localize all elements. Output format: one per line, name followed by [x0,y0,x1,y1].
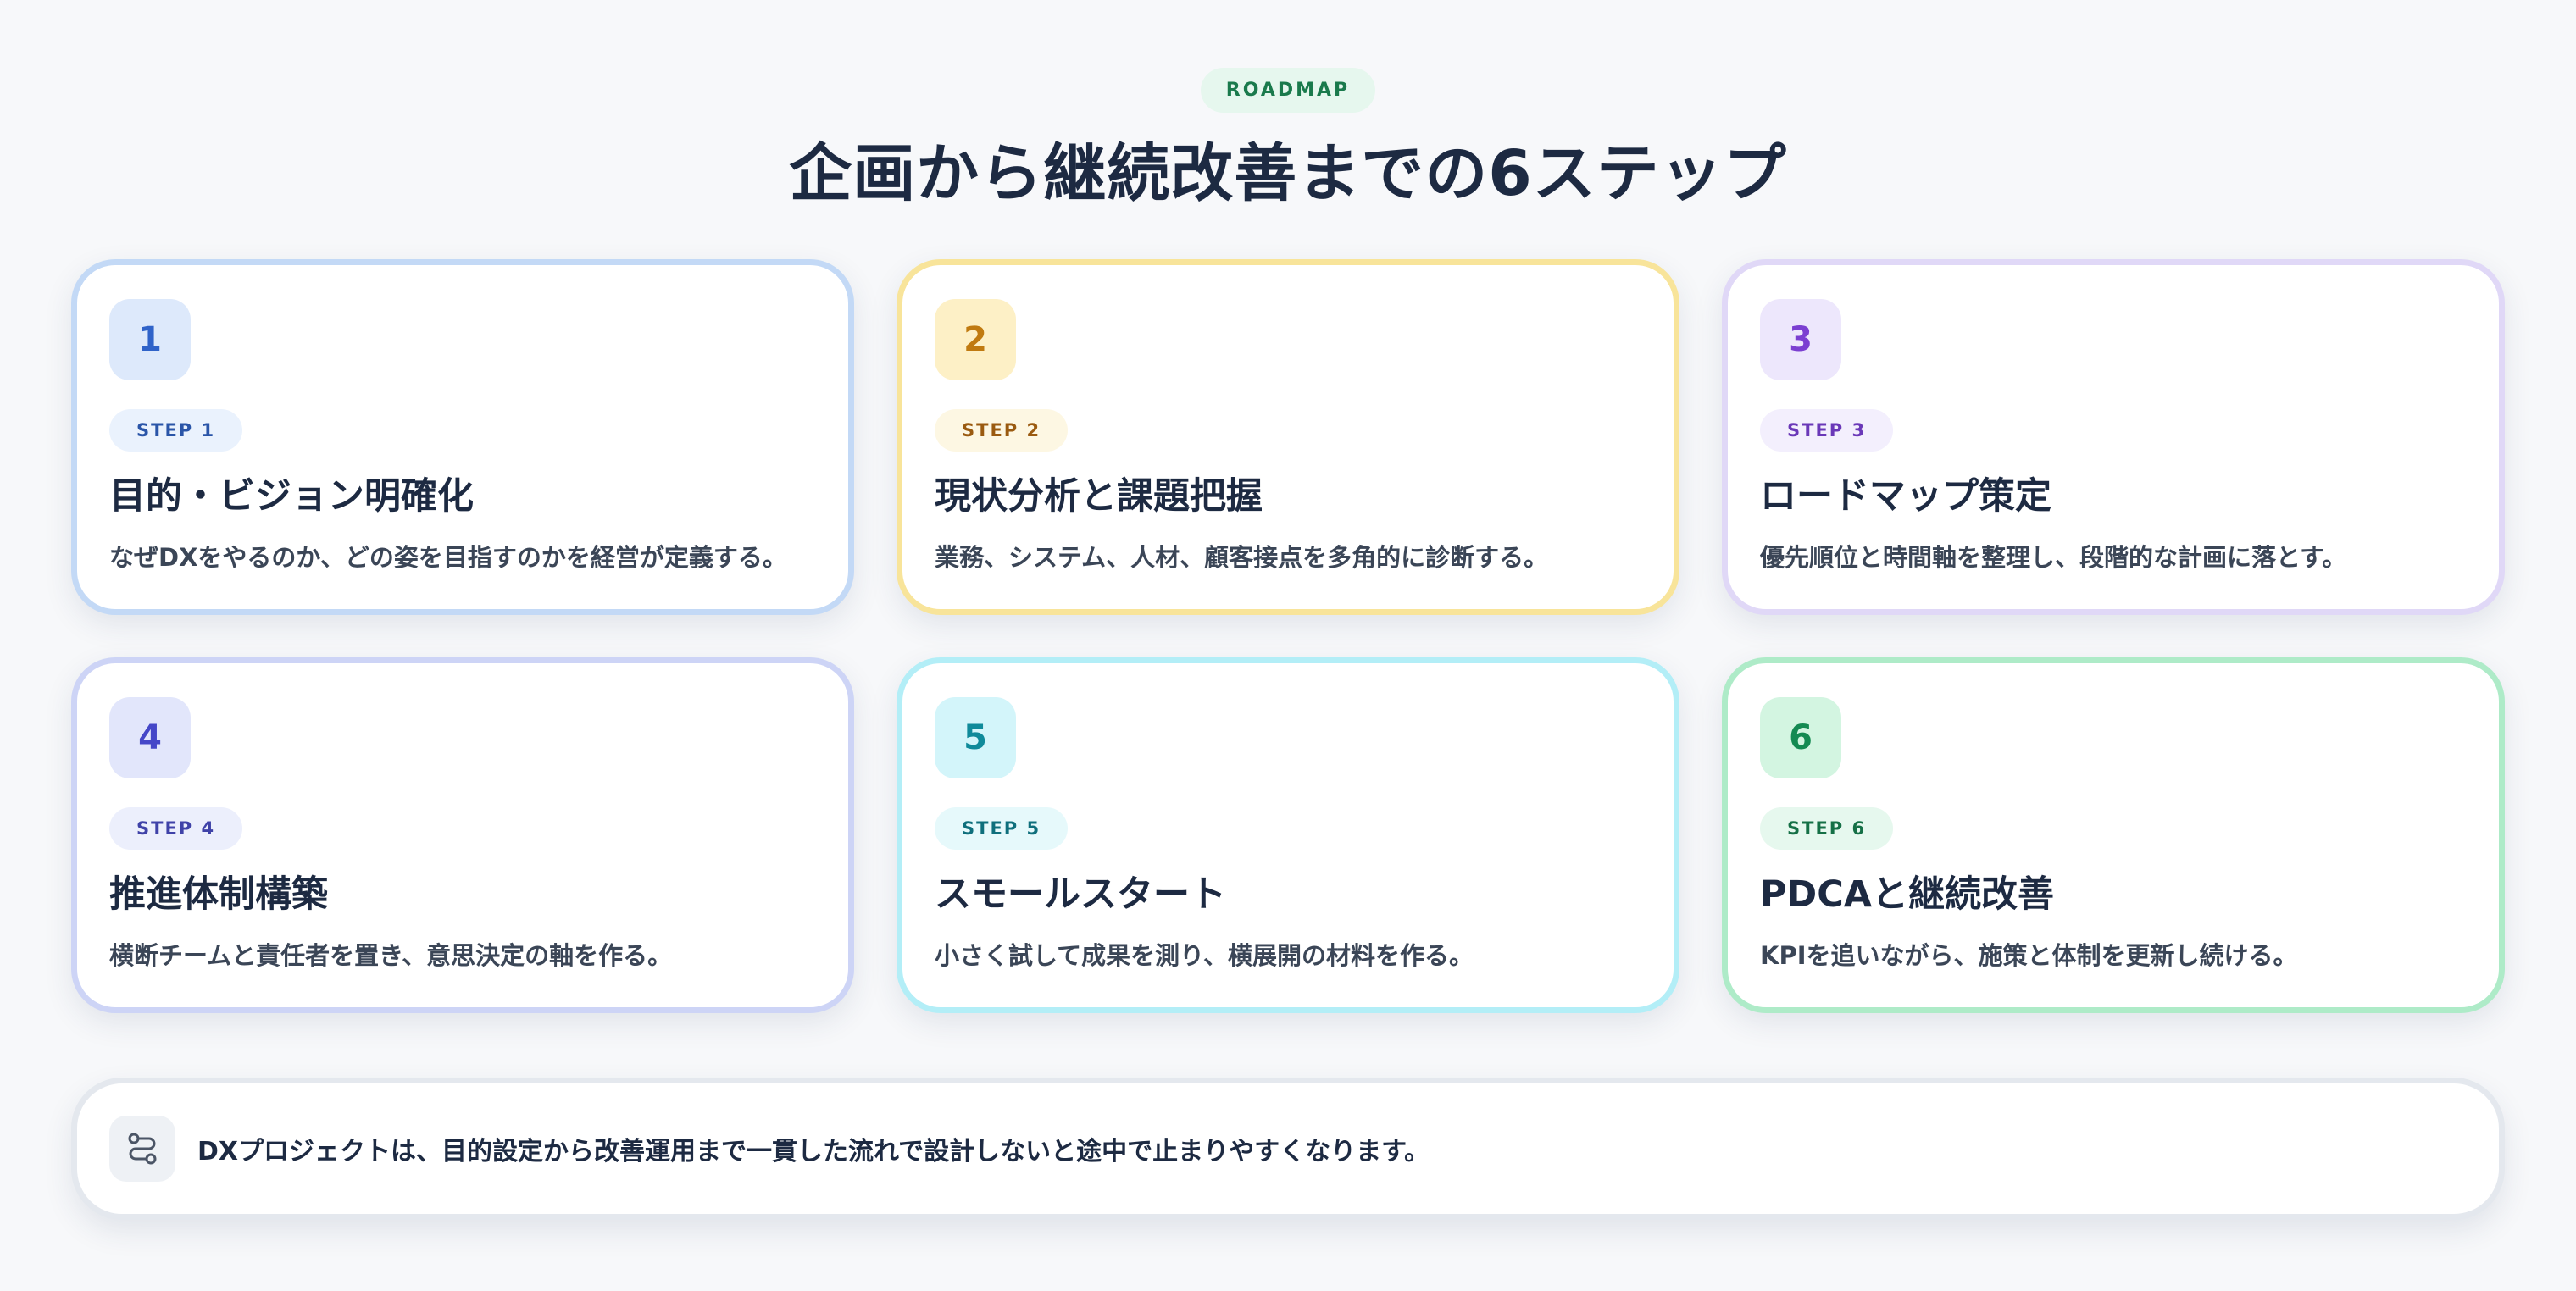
step-number-badge: 5 [935,697,1016,778]
step-title: PDCAと継続改善 [1760,873,2055,916]
step-description: 横断チームと責任者を置き、意思決定の軸を作る。 [109,941,673,970]
step-description: なぜDXをやるのか、どの姿を目指すのかを経営が定義する。 [109,543,787,572]
step-number-badge: 2 [935,299,1016,380]
step-card: 4 STEP 4 推進体制構築 横断チームと責任者を置き、意思決定の軸を作る。 [71,657,854,1013]
step-title: 目的・ビジョン明確化 [109,475,474,518]
step-label-pill: STEP 4 [109,807,243,850]
step-label-pill: STEP 3 [1760,409,1894,452]
step-label-pill: STEP 1 [109,409,243,452]
summary-text: DXプロジェクトは、目的設定から改善運用まで一貫した流れで設計しないと途中で止ま… [197,1137,1430,1166]
step-card: 6 STEP 6 PDCAと継続改善 KPIを追いながら、施策と体制を更新し続け… [1722,657,2505,1013]
step-description: KPIを追いながら、施策と体制を更新し続ける。 [1760,941,2298,970]
step-card: 1 STEP 1 目的・ビジョン明確化 なぜDXをやるのか、どの姿を目指すのかを… [71,259,854,615]
step-label-pill: STEP 6 [1760,807,1894,850]
step-number-badge: 6 [1760,697,1841,778]
step-title: 現状分析と課題把握 [935,475,1263,518]
step-number-badge: 4 [109,697,191,778]
step-description: 小さく試して成果を測り、横展開の材料を作る。 [935,941,1474,970]
step-title: 推進体制構築 [109,873,328,916]
steps-grid: 1 STEP 1 目的・ビジョン明確化 なぜDXをやるのか、どの姿を目指すのかを… [71,259,2505,1013]
step-card: 2 STEP 2 現状分析と課題把握 業務、システム、人材、顧客接点を多角的に診… [897,259,1679,615]
step-description: 業務、システム、人材、顧客接点を多角的に診断する。 [935,543,1549,572]
step-card: 3 STEP 3 ロードマップ策定 優先順位と時間軸を整理し、段階的な計画に落と… [1722,259,2505,615]
step-number-badge: 1 [109,299,191,380]
step-label-pill: STEP 5 [935,807,1069,850]
step-description: 優先順位と時間軸を整理し、段階的な計画に落とす。 [1760,543,2347,572]
step-label-pill: STEP 2 [935,409,1069,452]
route-icon [109,1116,175,1182]
page-title: 企画から継続改善までの6ステップ [789,137,1787,210]
step-card: 5 STEP 5 スモールスタート 小さく試して成果を測り、横展開の材料を作る。 [897,657,1679,1013]
page-header: ROADMAP 企画から継続改善までの6ステップ [0,68,2576,216]
step-number-badge: 3 [1760,299,1841,380]
step-title: スモールスタート [935,873,1226,916]
step-title: ロードマップ策定 [1760,475,2051,518]
roadmap-eyebrow-badge: ROADMAP [1200,68,1376,113]
summary-callout: DXプロジェクトは、目的設定から改善運用まで一貫した流れで設計しないと途中で止ま… [71,1078,2505,1220]
